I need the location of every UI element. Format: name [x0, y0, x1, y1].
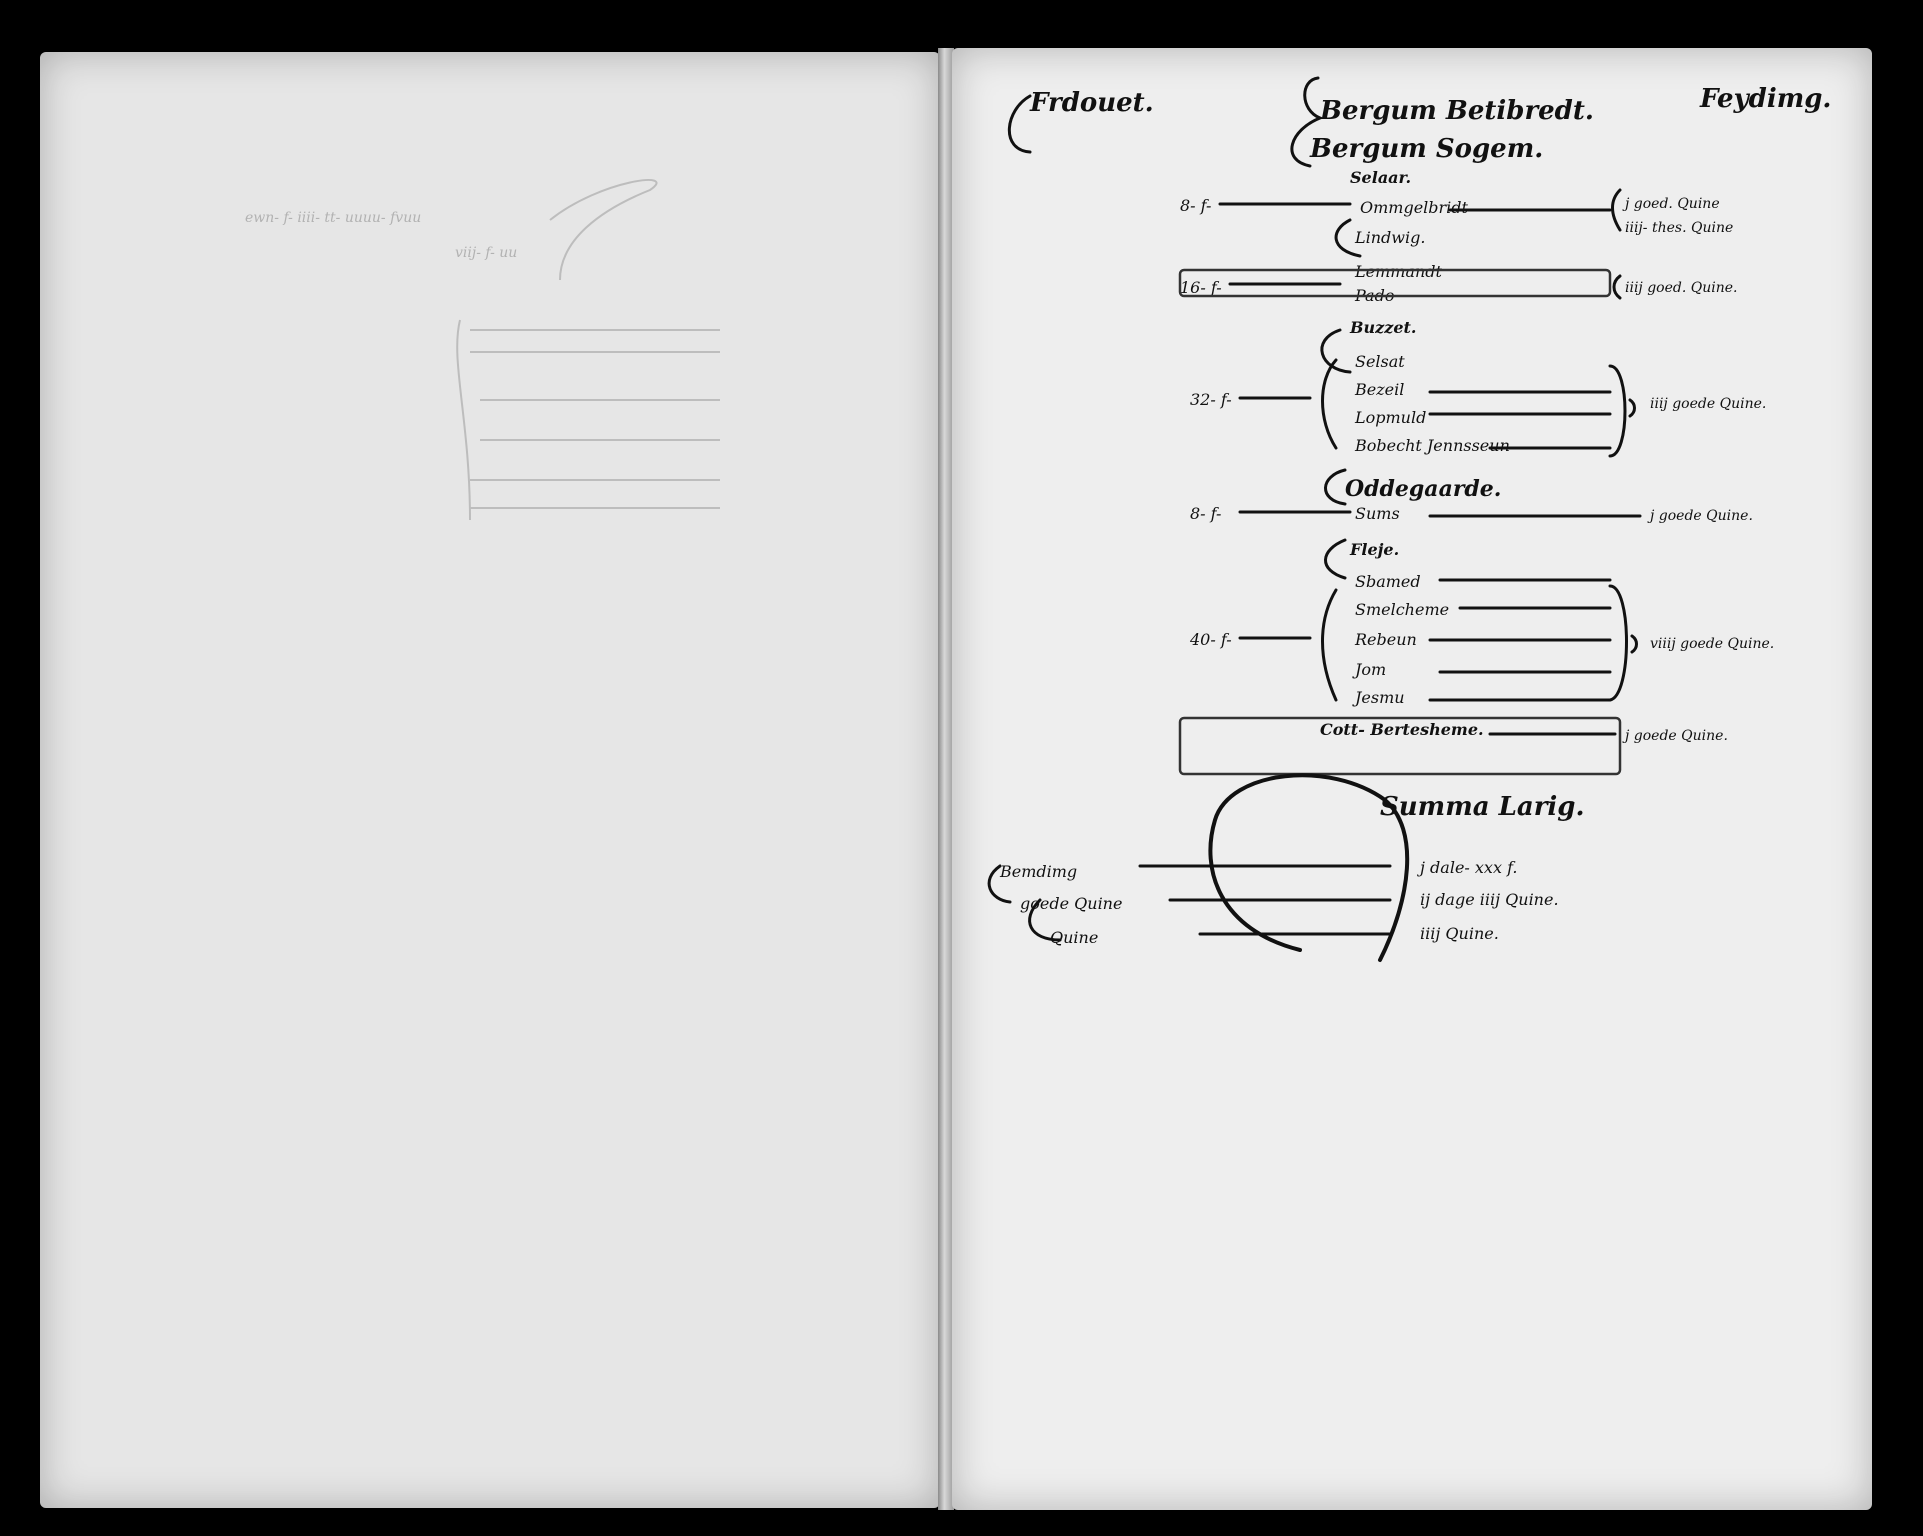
group-2-name-1: Lemmandt — [1355, 262, 1442, 281]
group-3-name-3: Lopmuld — [1355, 408, 1427, 427]
title-line-1: Bergum Betibredt. — [1320, 96, 1594, 126]
group-1-amount: 8- f- — [1180, 196, 1212, 215]
summa-row-2-label: goede Quine — [1020, 894, 1123, 913]
group-2-amount: 16- f- — [1180, 278, 1222, 297]
summa-row-2-value: ij dage iiij Quine. — [1420, 890, 1559, 909]
group-5-name-2: Smelcheme — [1355, 600, 1450, 619]
book-gutter — [938, 48, 954, 1510]
group-6-name-1: Cott- Bertesheme. — [1320, 720, 1484, 739]
group-4-amount: 8- f- — [1190, 504, 1222, 523]
group-5-name-4: Jom — [1355, 660, 1387, 679]
group-4-sum-1: j goede Quine. — [1650, 508, 1753, 524]
header-left: Frdouet. — [1030, 88, 1154, 118]
group-1-heading: Selaar. — [1350, 168, 1412, 187]
group-1-sum-2: iiij- thes. Quine — [1625, 220, 1734, 236]
title-line-2: Bergum Sogem. — [1310, 134, 1544, 164]
group-5-amount: 40- f- — [1190, 630, 1232, 649]
group-3-heading: Buzzet. — [1350, 318, 1417, 337]
group-3-name-4: Bobecht Jennsseun — [1355, 436, 1510, 455]
header-right: Feydimg. — [1700, 84, 1832, 114]
group-3-amount: 32- f- — [1190, 390, 1232, 409]
group-5-name-5: Jesmu — [1355, 688, 1405, 707]
group-3-name-1: Selsat — [1355, 352, 1405, 371]
left-bleed-line-1: ewn- f- iiii- tt- uuuu- fvuu — [245, 210, 422, 226]
group-3-sum-1: iiij goede Quine. — [1650, 396, 1767, 412]
group-1-name-1: Ommgelbridt — [1360, 198, 1468, 217]
summa-title: Summa Larig. — [1380, 792, 1585, 822]
left-bleed-line-2: viij- f- uu — [455, 245, 518, 261]
group-6-sum-1: j goede Quine. — [1625, 728, 1728, 744]
group-3-name-2: Bezeil — [1355, 380, 1405, 399]
left-page — [40, 52, 940, 1508]
summa-row-1-label: Bemdimg — [1000, 862, 1078, 881]
group-2-sum-1: iiij goed. Quine. — [1625, 280, 1738, 296]
group-5-sum-1: viiij goede Quine. — [1650, 636, 1775, 652]
group-5-name-3: Rebeun — [1355, 630, 1417, 649]
group-1-sum-1: j goed. Quine — [1625, 196, 1720, 212]
summa-row-3-value: iiij Quine. — [1420, 924, 1499, 943]
group-5-heading: Fleje. — [1350, 540, 1400, 559]
group-5-name-1: Sbamed — [1355, 572, 1421, 591]
group-2-name-2: Pado — [1355, 286, 1395, 305]
group-4-heading: Oddegaarde. — [1345, 476, 1502, 502]
group-4-name-1: Sums — [1355, 504, 1400, 523]
summa-row-1-value: j dale- xxx f. — [1420, 858, 1518, 877]
summa-row-3-label: Quine — [1050, 928, 1099, 947]
group-1-name-2: Lindwig. — [1355, 228, 1426, 247]
